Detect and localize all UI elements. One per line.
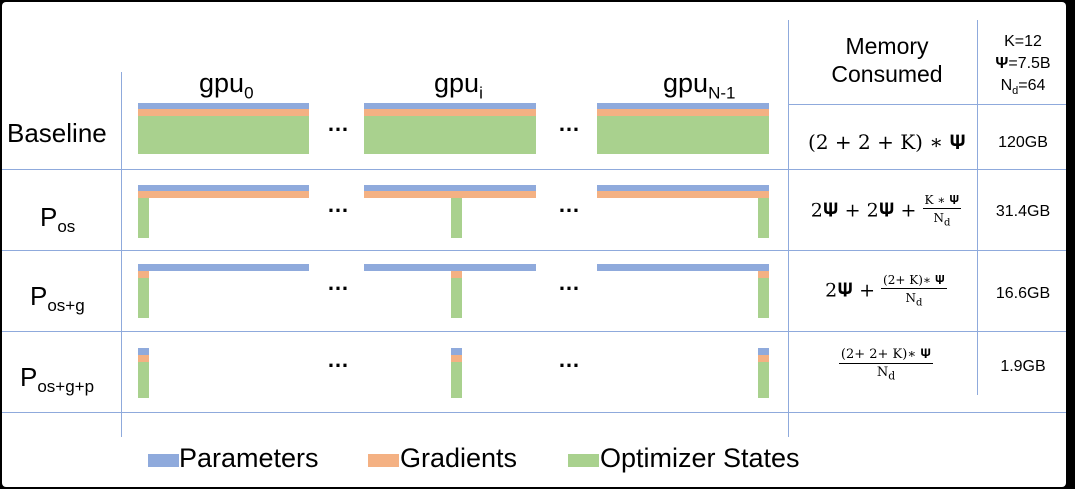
grid-line-bottom [2,412,1066,413]
posgp-gpun-optimizer [758,362,769,398]
baseline-gpui-parameters [364,103,536,109]
psi-value: Ψ=7.5B [995,55,1051,72]
posgp-gpui-parameters [451,348,462,355]
k-value: K=12 [1004,33,1042,50]
posg-gpun-optimizer [758,278,769,318]
formula-baseline: (2 + 2 + K) ∗ 𝚿 [808,130,966,154]
ellipsis-row1-a: … [327,111,350,136]
posgp-gpu0-optimizer [138,362,149,398]
parameters-header: K=12 Ψ=7.5B Nd=64 [980,31,1066,102]
legend-swatch-parameters [148,454,179,467]
posg-gpui-parameters [364,264,536,271]
baseline-gpu0-gradients [138,109,309,116]
posgp-gpu0-parameters [138,348,149,355]
memory-pos-g: 16.6GB [995,285,1051,302]
ellipsis-row3-b: … [558,270,581,295]
row-label-pos-g-p: Pos+g+p [20,362,95,397]
posg-gpui-optimizer [451,278,462,318]
grid-line-header [788,104,1066,105]
ellipsis-row3-a: … [327,270,350,295]
pos-gpun-optimizer [758,198,769,238]
grid-line-row2 [2,250,1066,251]
grid-line-size [977,20,978,395]
posgp-gpui-gradients [451,355,462,362]
grid-line-row3 [2,331,1066,332]
legend-swatch-gradients [368,454,399,467]
legend-label-optimizer-states: Optimizer States [600,443,800,473]
posg-gpui-gradients [451,271,462,278]
memory-consumed-header: Memory Consumed [831,33,943,87]
pos-gpu0-gradients [138,191,309,198]
posgp-gpu0-gradients [138,355,149,362]
nd-value: Nd=64 [1000,77,1046,98]
memory-pos-g-p: 1.9GB [1000,358,1046,375]
grid-line-memory [788,20,789,437]
legend-label-parameters: Parameters [179,443,319,473]
gpu-n-header: gpuN-1 [663,68,736,103]
gpu-i-header: gpui [434,68,483,103]
baseline-gpun-parameters [597,103,769,109]
pos-gpui-parameters [364,185,536,191]
posgp-gpui-optimizer [451,362,462,398]
posg-gpu0-parameters [138,264,309,271]
ellipsis-row4-b: … [558,347,581,372]
posg-gpun-parameters [597,264,769,271]
legend-swatch-optimizer-states [568,454,599,467]
baseline-gpui-optimizer [364,116,536,154]
grid-line-row1 [2,169,1066,170]
pos-gpui-optimizer [451,198,462,238]
row-label-pos-g: Pos+g [30,281,85,316]
pos-gpu0-optimizer [138,198,149,238]
baseline-gpun-gradients [597,109,769,116]
posgp-gpun-gradients [758,355,769,362]
row-label-pos: Pos [40,202,76,237]
baseline-gpu0-parameters [138,103,309,109]
posgp-gpun-parameters [758,348,769,355]
baseline-gpu0-optimizer [138,116,309,154]
gpu-0-header: gpu0 [199,68,254,103]
ellipsis-row4-a: … [327,347,350,372]
ellipsis-row2-a: … [327,192,350,217]
row-label-baseline: Baseline [7,118,107,148]
pos-gpun-gradients [597,191,769,198]
ellipsis-row1-b: … [558,111,581,136]
grid-line-left [121,72,122,437]
baseline-gpun-optimizer [597,116,769,154]
memory-baseline: 120GB [998,134,1048,151]
memory-pos: 31.4GB [995,203,1051,220]
pos-gpui-gradients [364,191,536,198]
posg-gpun-gradients [758,271,769,278]
legend-label-gradients: Gradients [400,443,518,473]
posg-gpu0-gradients [138,271,149,278]
posg-gpu0-optimizer [138,278,149,318]
pos-gpu0-parameters [138,185,309,191]
ellipsis-row2-b: … [558,192,581,217]
baseline-gpui-gradients [364,109,536,116]
pos-gpun-parameters [597,185,769,191]
